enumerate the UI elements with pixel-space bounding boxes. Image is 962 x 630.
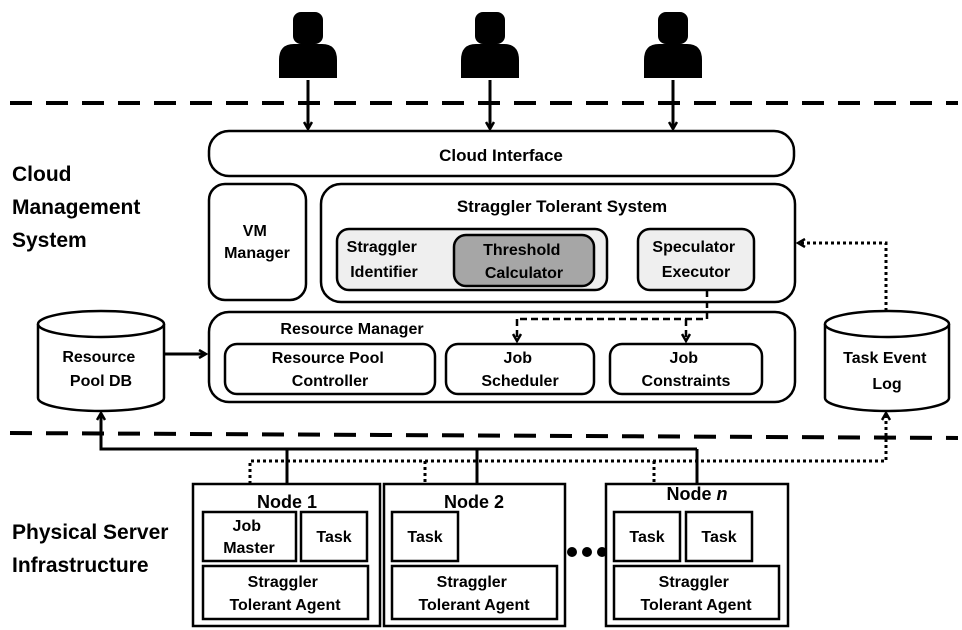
user-icon-2 (461, 12, 519, 78)
node-n-agent-box (612, 564, 781, 621)
nodes-to-db-connector (101, 413, 699, 484)
node-n-task-2-box (684, 510, 754, 563)
resource-pool-controller-label: Resource Pool Controller (272, 350, 388, 390)
job-scheduler-label: Job Scheduler (481, 350, 558, 390)
cloud-layer-label: Cloud Management System (12, 163, 146, 252)
vm-manager-box (207, 182, 308, 302)
task-log-to-sts-arrow (798, 243, 888, 311)
threshold-calculator-box (452, 233, 596, 288)
job-master-box (201, 510, 298, 563)
straggler-tolerant-system-title: Straggler Tolerant System (457, 197, 667, 216)
user-icon-1 (279, 12, 337, 78)
resource-pool-db-label: Resource Pool DB (62, 349, 139, 390)
node-1-task-label: Task (316, 529, 351, 546)
node-1-title: Node 1 (257, 492, 317, 512)
node-2-task-box (390, 510, 460, 563)
cloud-interface-label: Cloud Interface (439, 146, 563, 165)
resource-manager-title: Resource Manager (280, 321, 423, 338)
speculator-executor-box (636, 227, 756, 292)
task-event-log-label: Task Event Log (843, 350, 931, 393)
node-n-task-1-box (612, 510, 682, 563)
job-scheduler-box (444, 342, 596, 396)
user-icon-3 (644, 12, 702, 78)
node-1-task-box (299, 510, 369, 563)
speculator-executor-label: Speculator Executor (652, 239, 739, 281)
resource-pool-controller-box (223, 342, 437, 396)
node-n-task-1-label: Task (629, 529, 664, 546)
cloud-interface-box (207, 129, 796, 178)
node-2-task-label: Task (407, 529, 442, 546)
node-2-title: Node 2 (444, 492, 504, 512)
straggler-identifier-label: Straggler Identifier (347, 239, 422, 281)
node-n-task-2-label: Task (701, 529, 736, 546)
more-nodes-ellipsis (567, 547, 607, 557)
node-1-agent-label: Straggler Tolerant Agent (229, 574, 341, 614)
node-2-agent-label: Straggler Tolerant Agent (418, 574, 530, 614)
node-n-title: Node n (666, 484, 727, 504)
vm-manager-label: VM Manager (224, 223, 290, 262)
physical-layer-label: Physical Server Infrastructure (12, 521, 174, 577)
job-constraints-label: Job Constraints (642, 350, 731, 390)
job-constraints-box (608, 342, 764, 396)
node-1-agent-box (201, 564, 370, 621)
node-2-agent-box (390, 564, 559, 621)
threshold-calculator-label: Threshold Calculator (483, 242, 565, 282)
node-n-agent-label: Straggler Tolerant Agent (640, 574, 752, 614)
speculator-to-scheduler-connector (517, 290, 709, 321)
bottom-layer-boundary (9, 431, 959, 440)
job-master-label: Job Master (223, 518, 275, 557)
